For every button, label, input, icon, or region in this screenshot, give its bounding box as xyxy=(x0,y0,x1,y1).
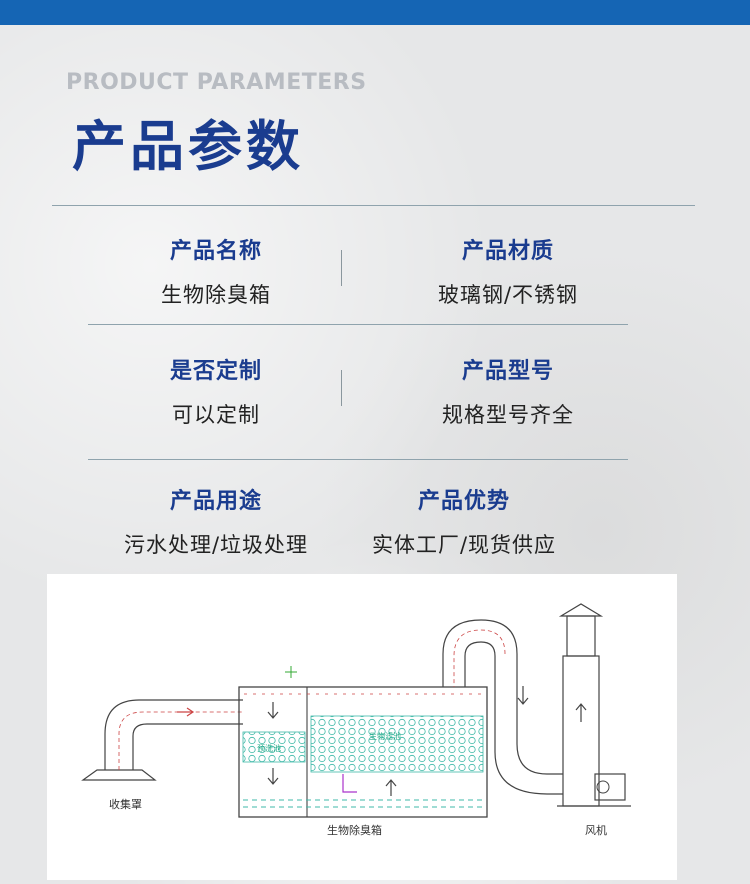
param-value: 生物除臭箱 xyxy=(161,283,271,307)
param-value: 玻璃钢/不锈钢 xyxy=(437,283,579,307)
param-value: 规格型号齐全 xyxy=(442,403,574,427)
filter2-label: 生物滤池 xyxy=(369,731,401,741)
param-label: 产品优势 xyxy=(417,489,510,514)
param-label: 是否定制 xyxy=(169,359,262,384)
process-diagram-drawing: 预洗池 生物滤池 收集罩 生物除臭箱 风机 xyxy=(81,603,631,837)
section-title: 产品参数 xyxy=(72,115,304,178)
param-product-name: 产品名称 生物除臭箱 xyxy=(66,233,366,309)
param-value: 污水处理/垃圾处理 xyxy=(123,533,309,557)
title-divider xyxy=(52,205,695,206)
param-label: 产品名称 xyxy=(169,239,262,264)
exhaust-duct xyxy=(442,619,563,795)
param-label: 产品材质 xyxy=(461,239,554,264)
box-label: 生物除臭箱 xyxy=(327,823,382,837)
column-divider xyxy=(341,370,342,406)
top-accent-bar xyxy=(0,0,750,25)
process-diagram: 预洗池 生物滤池 收集罩 生物除臭箱 风机 xyxy=(47,574,677,880)
filter1-label: 预洗池 xyxy=(257,743,281,753)
column-divider xyxy=(341,250,342,286)
deodorization-box: 预洗池 生物滤池 xyxy=(238,666,488,818)
collection-hood xyxy=(81,699,243,781)
param-value: 可以定制 xyxy=(172,403,260,427)
param-usage: 产品用途 污水处理/垃圾处理 xyxy=(66,483,366,559)
hood-label: 收集罩 xyxy=(109,797,142,811)
param-label: 产品型号 xyxy=(461,359,554,384)
section-title-english: PRODUCT PARAMETERS xyxy=(66,70,367,95)
fan-chimney xyxy=(557,603,631,807)
fan-label: 风机 xyxy=(585,823,607,837)
row-divider xyxy=(88,459,628,460)
param-label: 产品用途 xyxy=(169,489,262,514)
param-advantage: 产品优势 实体工厂/现货供应 xyxy=(314,483,614,559)
row-divider xyxy=(88,324,628,325)
param-model: 产品型号 规格型号齐全 xyxy=(358,353,658,429)
param-material: 产品材质 玻璃钢/不锈钢 xyxy=(358,233,658,309)
param-value: 实体工厂/现货供应 xyxy=(371,533,557,557)
param-customizable: 是否定制 可以定制 xyxy=(66,353,366,429)
